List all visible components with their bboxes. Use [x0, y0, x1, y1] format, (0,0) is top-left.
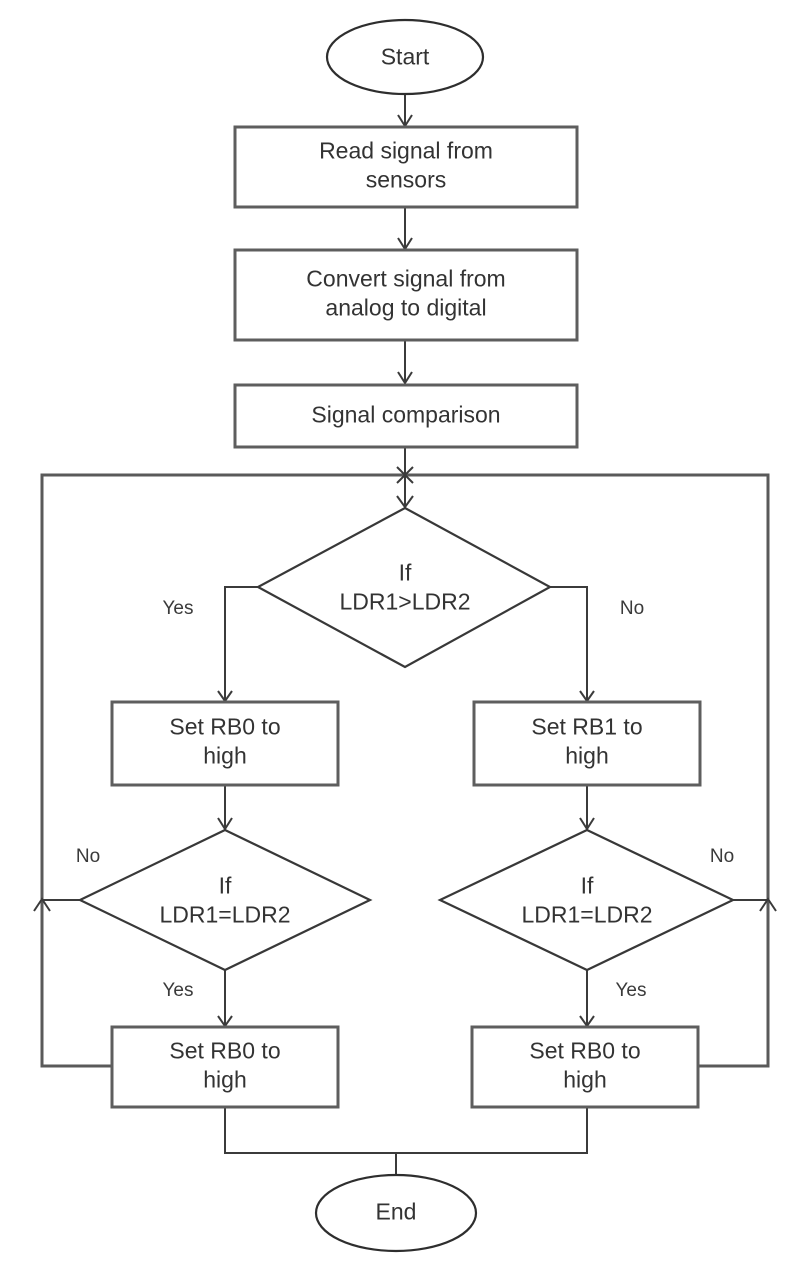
- branch-label-gt-no: No: [619, 597, 645, 619]
- set-rb1-high-label: Set RB1 to high: [531, 713, 643, 769]
- convert-signal-label: Convert signal from analog to digital: [306, 265, 506, 321]
- set-rb0-high-final-left-box: [110, 1025, 340, 1109]
- branch-label-eq-right-yes: Yes: [615, 979, 647, 1001]
- read-signal-box: [233, 125, 579, 209]
- set-rb0-high-final-right-box: [470, 1025, 700, 1109]
- end-oval: [314, 1173, 478, 1253]
- branch-label-eq-right-no: No: [709, 845, 735, 867]
- loop-merge-x-mark: [396, 466, 414, 484]
- read-signal-label: Read signal from sensors: [319, 137, 493, 193]
- branch-label-gt-yes: Yes: [162, 597, 194, 619]
- signal-comparison-box: [233, 383, 579, 449]
- decision-ldr1-eq-ldr2-left-label: If LDR1=LDR2: [159, 872, 291, 928]
- edge-merge-to-end: [224, 1107, 588, 1176]
- arrowhead-up-right-rail: [759, 897, 777, 912]
- edge-decision1-no: [550, 586, 588, 700]
- arrowhead-up-left-rail: [33, 897, 51, 912]
- set-rb0-high-final-left-label: Set RB0 to high: [169, 1037, 281, 1093]
- set-rb1-high-box: [472, 700, 702, 787]
- branch-label-eq-left-no: No: [75, 845, 101, 867]
- decision-ldr1-eq-ldr2-right-label: If LDR1=LDR2: [521, 872, 653, 928]
- signal-comparison-label: Signal comparison: [311, 401, 501, 428]
- start-oval: [325, 18, 485, 96]
- arrowhead-into-compare: [397, 371, 413, 385]
- decision-ldr1-gt-ldr2-diamond: [255, 506, 553, 669]
- end-node-label: End: [375, 1198, 417, 1225]
- set-rb0-high-box: [110, 700, 340, 787]
- set-rb0-high-label: Set RB0 to high: [169, 713, 281, 769]
- set-rb0-high-final-right-label: Set RB0 to high: [529, 1037, 641, 1093]
- decision-ldr1-eq-ldr2-left-diamond: [77, 828, 373, 972]
- decision-ldr1-eq-ldr2-right-diamond: [437, 828, 736, 972]
- convert-signal-box: [233, 248, 579, 342]
- decision-ldr1-gt-ldr2-label: If LDR1>LDR2: [339, 559, 471, 615]
- edge-decision1-yes: [224, 586, 258, 700]
- start-node-label: Start: [380, 43, 430, 70]
- branch-label-eq-left-yes: Yes: [162, 979, 194, 1001]
